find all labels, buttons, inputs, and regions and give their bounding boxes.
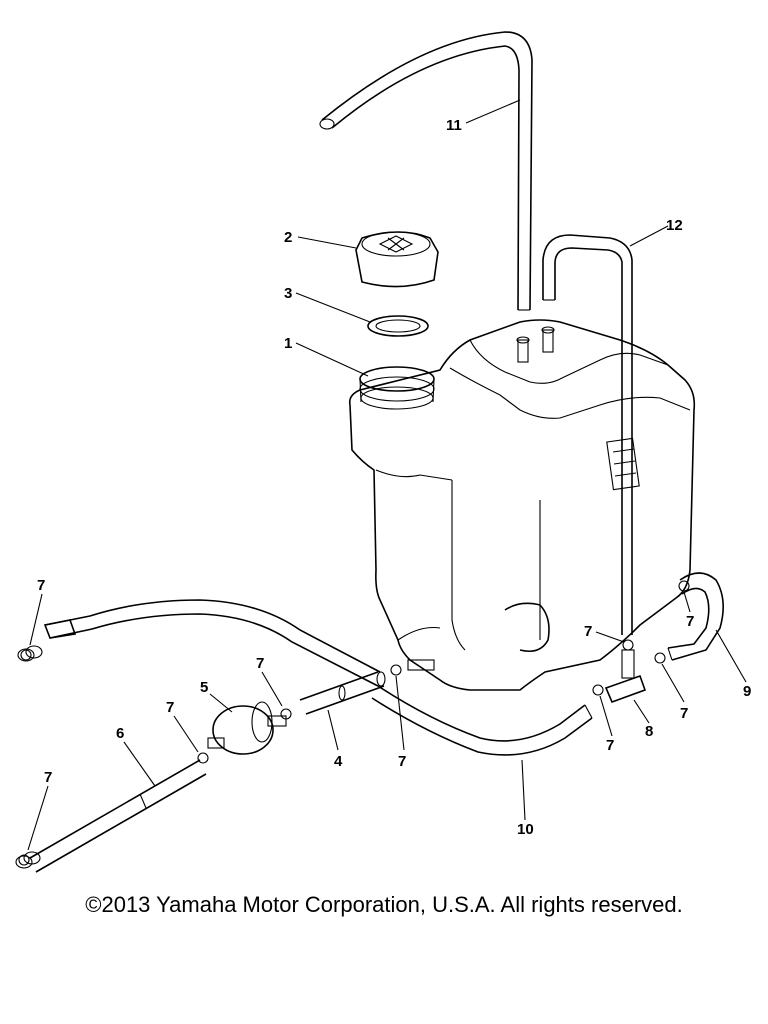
callout-7f: 7 bbox=[606, 737, 614, 754]
hose-6 bbox=[15, 759, 207, 873]
callout-7b: 7 bbox=[44, 769, 52, 786]
callout-3: 3 bbox=[284, 285, 292, 302]
callout-5: 5 bbox=[200, 679, 208, 696]
t-fitting bbox=[604, 649, 647, 704]
callout-8: 8 bbox=[645, 723, 653, 740]
callout-7e: 7 bbox=[398, 753, 406, 770]
o-ring bbox=[367, 315, 429, 337]
hose-10 bbox=[371, 685, 593, 756]
callout-9: 9 bbox=[743, 683, 751, 700]
callout-7d: 7 bbox=[256, 655, 264, 672]
feed-hose-left bbox=[17, 599, 381, 687]
callout-7c: 7 bbox=[166, 699, 174, 716]
hose-12 bbox=[542, 234, 633, 635]
leader-lines bbox=[27, 99, 747, 851]
oil-tank bbox=[348, 319, 696, 691]
callout-6: 6 bbox=[116, 725, 124, 742]
fuel-filter bbox=[207, 701, 287, 755]
filler-cap bbox=[355, 231, 439, 288]
callout-7a: 7 bbox=[37, 577, 45, 594]
hose-9 bbox=[667, 572, 724, 661]
callout-2: 2 bbox=[284, 229, 292, 246]
callout-10: 10 bbox=[517, 821, 534, 838]
callout-4: 4 bbox=[334, 753, 343, 770]
copyright-notice: ©2013 Yamaha Motor Corporation, U.S.A. A… bbox=[85, 892, 683, 917]
callout-labels: 1 2 3 4 5 6 7 7 7 7 7 7 7 7 7 8 9 10 11 … bbox=[37, 117, 751, 838]
hose-clamps bbox=[18, 580, 690, 866]
callout-12: 12 bbox=[666, 217, 683, 234]
breather-hose-11 bbox=[319, 31, 533, 311]
callout-1: 1 bbox=[284, 335, 292, 352]
parts-diagram: 1 2 3 4 5 6 7 7 7 7 7 7 7 7 7 8 9 10 11 … bbox=[15, 31, 751, 873]
callout-7h: 7 bbox=[680, 705, 688, 722]
callout-7i: 7 bbox=[686, 613, 694, 630]
callout-7g: 7 bbox=[584, 623, 592, 640]
callout-11: 11 bbox=[446, 117, 462, 134]
hose-4 bbox=[299, 671, 386, 715]
